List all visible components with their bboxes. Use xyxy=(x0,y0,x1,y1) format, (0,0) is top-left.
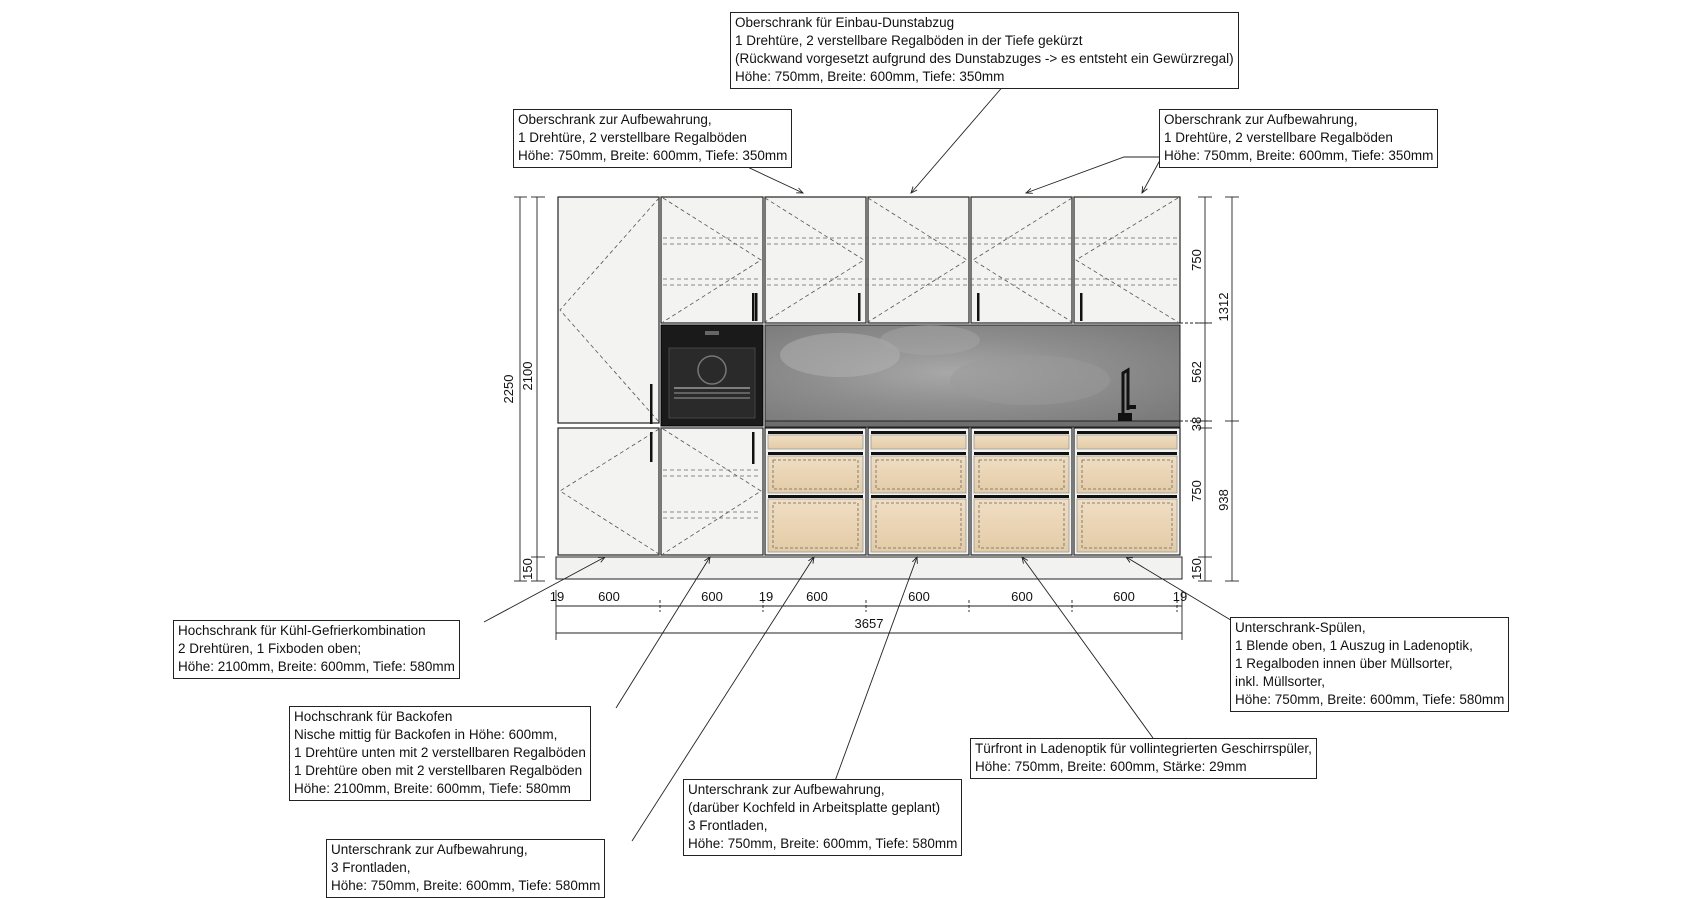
upper-cabinets xyxy=(755,196,1181,324)
dim-bottom-total: 3657 xyxy=(855,616,884,631)
note-base-storage-1: Unterschrank zur Aufbewahrung, 3 Frontla… xyxy=(326,839,606,898)
note-tall-oven: Hochschrank für Backofen Nische mittig f… xyxy=(289,706,591,801)
tall-cabinet-fridge xyxy=(557,196,660,556)
oven xyxy=(660,324,764,427)
dim-bottom-edge-left-2: 19 xyxy=(759,589,773,604)
note-upper-storage-right: Oberschrank zur Aufbewahrung, 1 Drehtüre… xyxy=(1159,109,1439,168)
dim-right-upper: 750 xyxy=(1189,249,1204,271)
dim-right-countertop: 38 xyxy=(1189,417,1204,431)
dim-left-plinth: 150 xyxy=(520,558,535,580)
dim-bottom-width-6: 600 xyxy=(1113,589,1135,604)
note-dishwasher: Türfront in Ladenoptik für vollintegrier… xyxy=(970,738,1317,779)
dim-bottom-width-5: 600 xyxy=(1011,589,1033,604)
note-base-cooktop: Unterschrank zur Aufbewahrung, (darüber … xyxy=(683,779,963,856)
dim-right-upper-to-counter: 1312 xyxy=(1216,293,1231,322)
dim-left-tall: 2100 xyxy=(520,362,535,391)
note-sink: Unterschrank-Spülen, 1 Blende oben, 1 Au… xyxy=(1230,617,1510,712)
base-cabinets xyxy=(764,427,1181,556)
dim-right-backsplash: 562 xyxy=(1189,361,1204,383)
dim-bottom-width-1: 600 xyxy=(598,589,620,604)
bottom-dimensions xyxy=(555,590,1183,640)
left-dimensions xyxy=(514,196,545,582)
right-dimensions xyxy=(1180,196,1239,582)
dim-bottom-width-3: 600 xyxy=(806,589,828,604)
dim-right-base: 750 xyxy=(1189,480,1204,502)
dim-bottom-edge-left: 19 xyxy=(550,589,564,604)
dim-left-total: 2250 xyxy=(501,375,516,404)
dim-bottom-width-4: 600 xyxy=(908,589,930,604)
dim-bottom-width-2: 600 xyxy=(701,589,723,604)
note-upper-storage-left: Oberschrank zur Aufbewahrung, 1 Drehtüre… xyxy=(513,109,793,168)
sink-tap xyxy=(1118,367,1136,421)
countertop xyxy=(764,420,1181,428)
plinth xyxy=(555,556,1183,580)
tall-cabinet-oven xyxy=(660,196,764,556)
dim-bottom-edge-right: 19 xyxy=(1173,589,1187,604)
note-tall-fridge: Hochschrank für Kühl-Gefrierkombination … xyxy=(173,620,460,679)
dim-right-plinth: 150 xyxy=(1189,558,1204,580)
dim-right-base-total: 938 xyxy=(1216,489,1231,511)
note-upper-hood: Oberschrank für Einbau-Dunstabzug 1 Dreh… xyxy=(730,12,1239,89)
